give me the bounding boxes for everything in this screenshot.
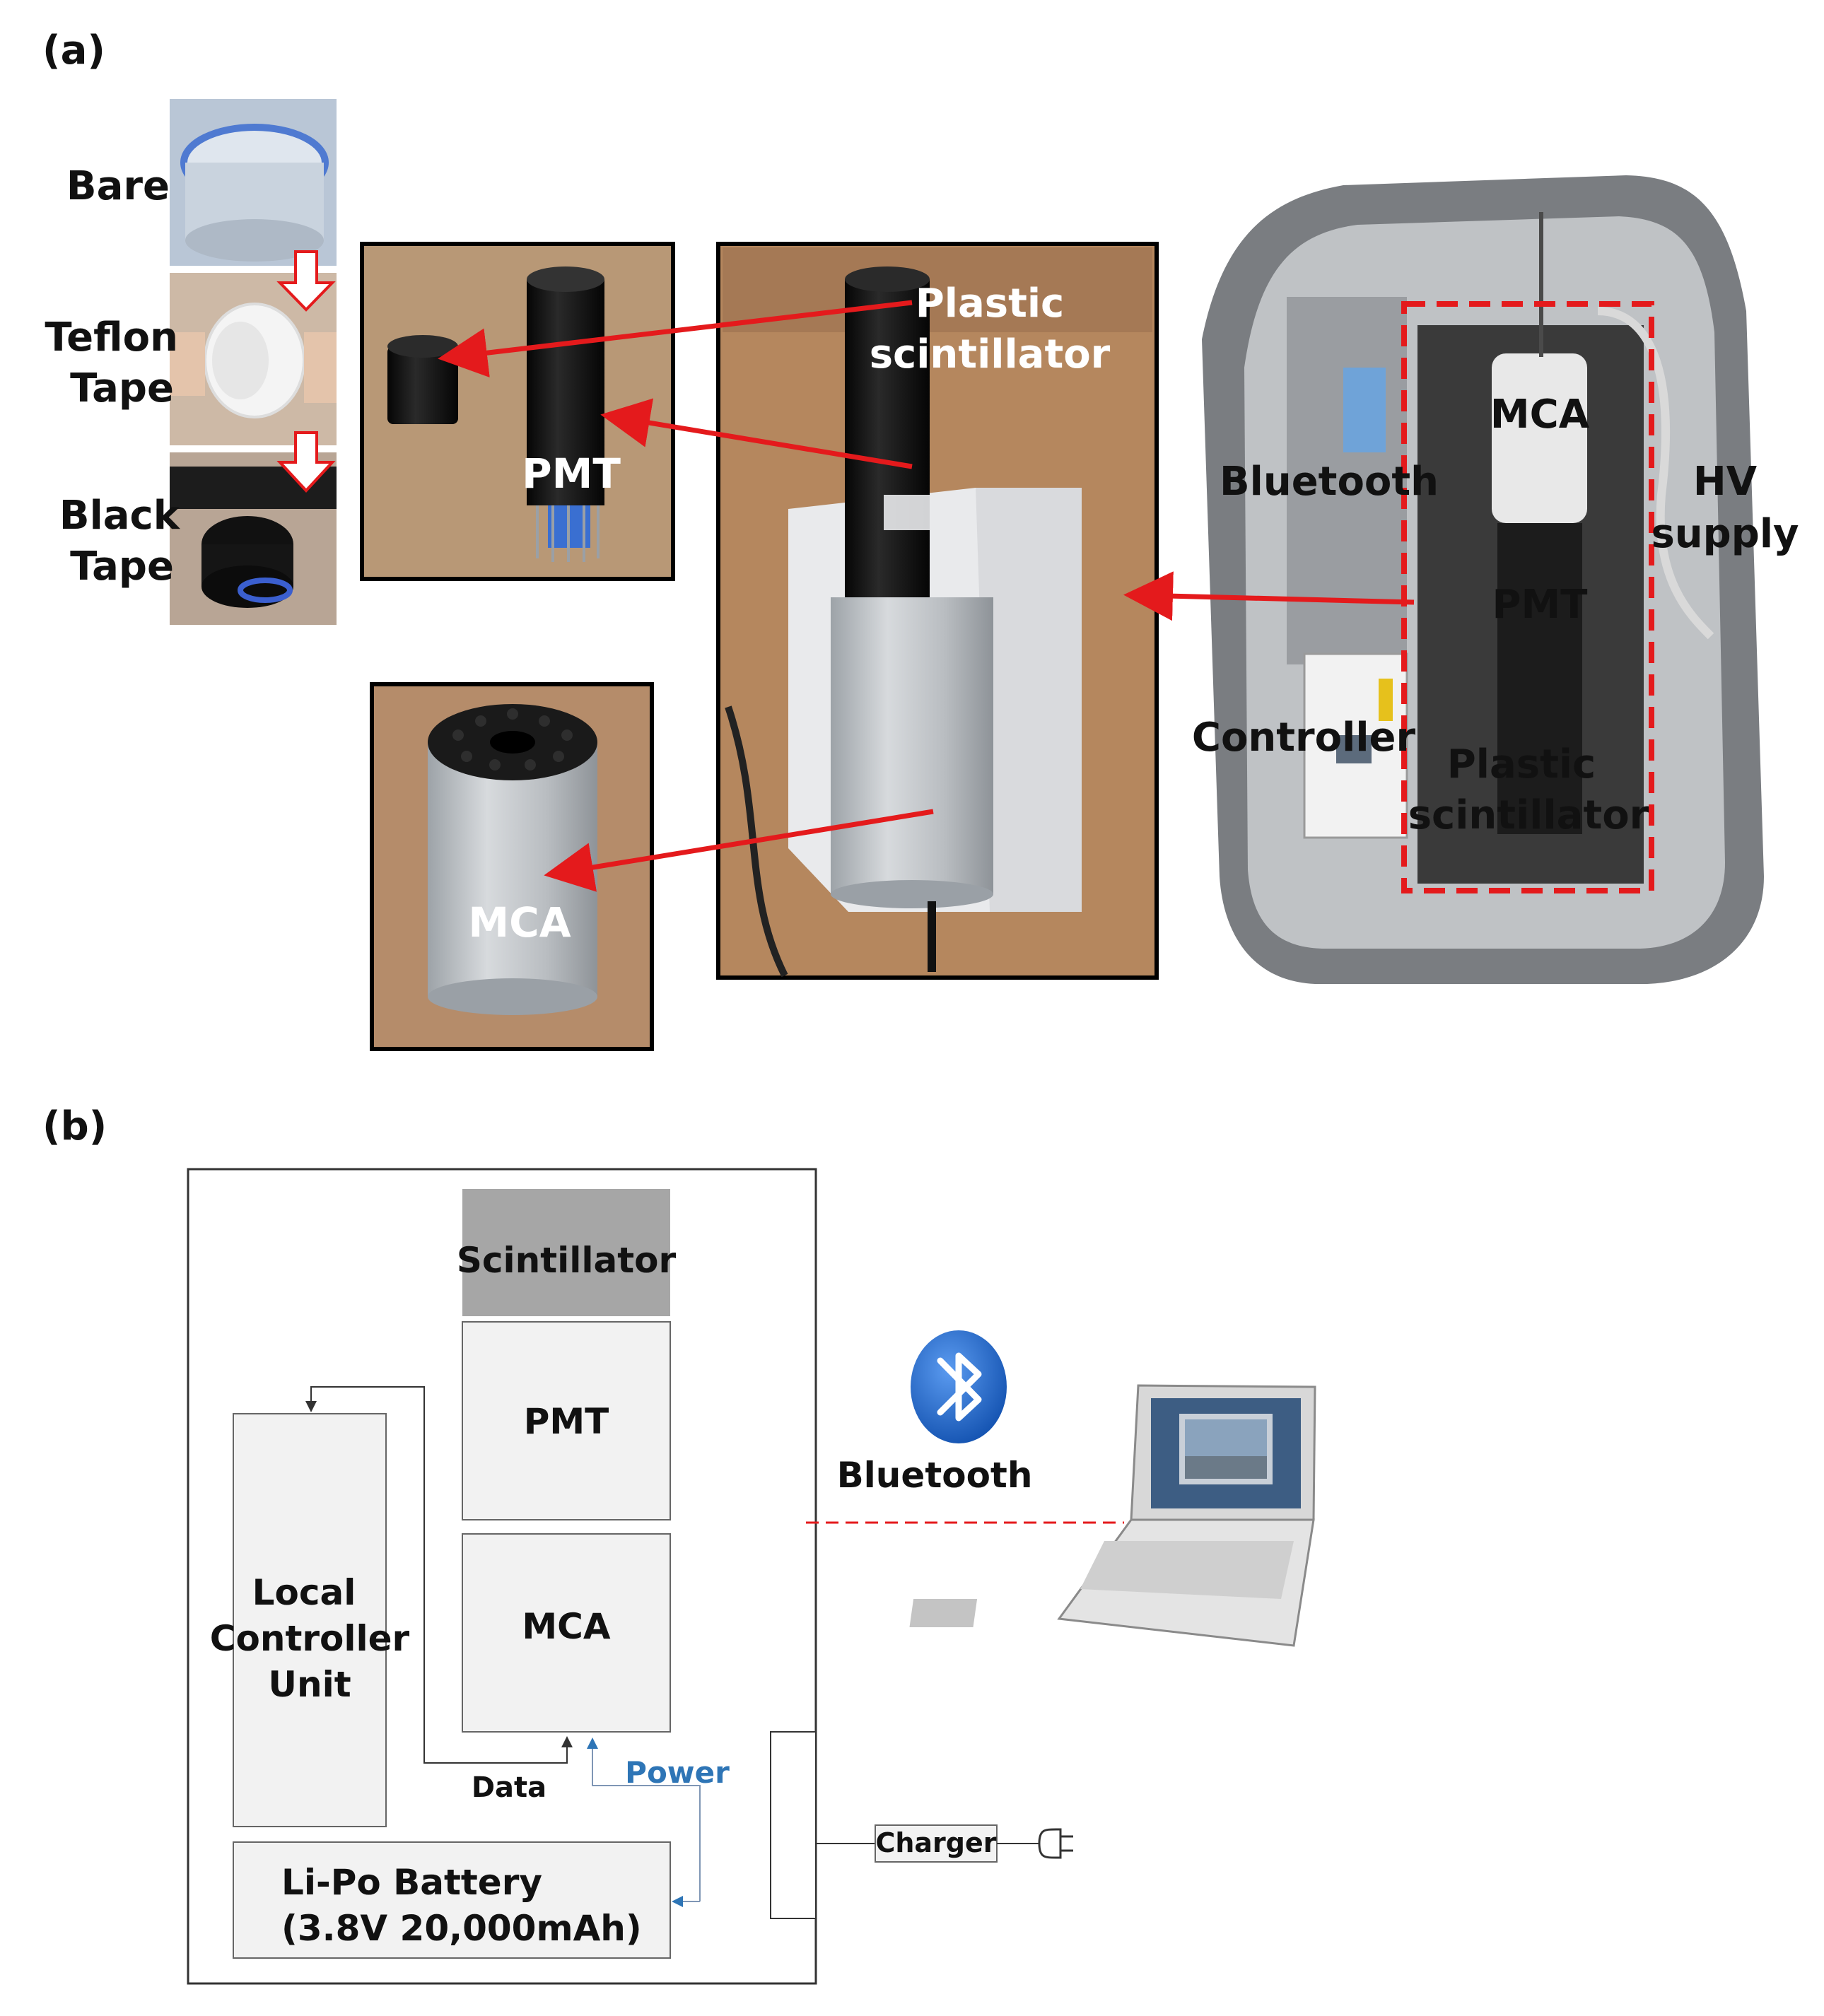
case-plastic-label-1: Plastic [1447,742,1596,787]
panel-a-label: (a) [42,28,105,74]
bluetooth-icon [911,1330,1007,1443]
panel-b-label: (b) [42,1103,107,1149]
pmt-block-label: PMT [524,1401,609,1442]
case-bluetooth-label: Bluetooth [1220,459,1439,505]
detector-highlight-box [1401,301,1654,893]
red-arrows [438,300,1415,892]
pmt-block [462,1321,671,1520]
battery-label-2: (3.8V 20,000mAh) [281,1908,642,1949]
assembly-plastic-label-1: Plastic [916,281,1065,327]
step-arrow-1 [276,250,336,312]
step-arrow-2 [276,431,336,493]
data-label: Data [472,1771,546,1804]
lcu-label-1: Local [252,1572,356,1613]
battery-label-1: Li-Po Battery [281,1862,542,1903]
power-label: Power [625,1755,730,1790]
case-mca-label: MCA [1490,392,1590,438]
step-black-label-2: Tape [70,544,174,590]
arrow-mca-to-photo [544,809,934,892]
step-bare-label: Bare [66,163,170,209]
disassembled-photo [360,242,675,581]
assembly-photo [716,242,1159,980]
scintillator-label: Scintillator [457,1240,677,1281]
battery-block [233,1841,671,1959]
charger-label: Charger [875,1827,996,1858]
case-hv-label-1: HV [1693,459,1758,505]
power-line [587,1737,701,1901]
step-teflon-label-2: Tape [70,365,174,411]
scintillator-block [462,1189,670,1316]
mca-block [462,1533,671,1733]
case-plastic-label-2: scintillator [1408,792,1649,838]
mca-photo-label: MCA [468,898,571,947]
bare-photo [170,99,337,266]
plug-icon [1038,1828,1073,1859]
case-controller-label: Controller [1192,715,1416,761]
lcu-label-3: Unit [268,1664,351,1705]
step-black-label-1: Black [59,493,181,539]
bluetooth-label: Bluetooth [837,1455,1033,1496]
arrow-scintillator-to-disassembled [438,300,913,377]
mca-block-label: MCA [522,1606,610,1647]
case-hv-label-2: supply [1651,511,1799,557]
case-photo [1202,175,1764,984]
assembly-plastic-label-2: scintillator [870,332,1111,377]
step-teflon-label-1: Teflon [45,315,178,361]
disassembled-pmt-label: PMT [522,450,621,498]
arrow-case-to-assembly [1123,571,1415,621]
lcu-label-2: Controller [210,1618,410,1659]
local-controller-unit-block [233,1413,387,1827]
laptop-icon [909,1384,1316,1647]
case-pmt-label: PMT [1492,582,1588,628]
arrow-pmt-to-disassembled [600,398,913,469]
charge-port-block [770,1731,817,1919]
